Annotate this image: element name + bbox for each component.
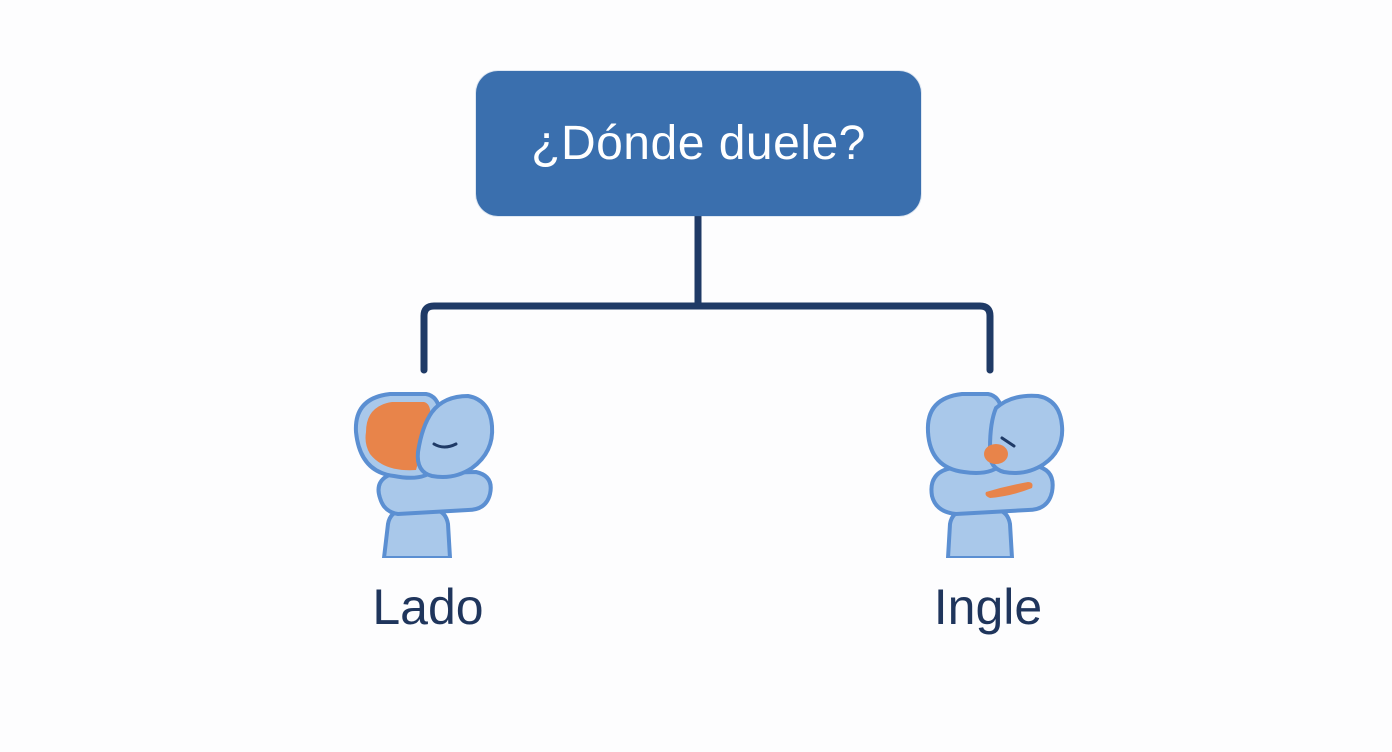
connector-left-branch [420, 302, 702, 374]
root-question-box: ¿Dónde duele? [476, 71, 921, 216]
root-question-title: ¿Dónde duele? [531, 117, 866, 170]
branch-label-lado: Lado [372, 579, 484, 635]
hip-joint-side-pain-icon [353, 392, 495, 558]
hip-joint-groin-pain-icon [925, 392, 1065, 558]
branch-label-ingle: Ingle [933, 579, 1043, 635]
connector-right-branch [694, 302, 994, 374]
